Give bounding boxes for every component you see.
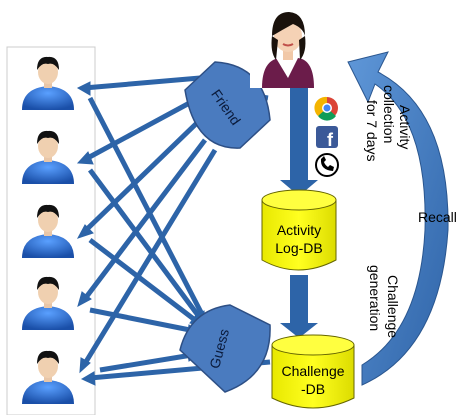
- user-icons: [22, 56, 74, 404]
- challenge-db: Challenge -DB: [271, 334, 355, 409]
- recall-label: Recall: [418, 209, 457, 225]
- collection-label: Activity collection for 7 days: [364, 85, 413, 161]
- challenge-gen-label-1: Challenge: [385, 275, 401, 338]
- activity-db-label-2: Log-DB: [275, 240, 322, 256]
- guess-gate: Guess: [179, 304, 271, 393]
- user-icon: [22, 204, 74, 258]
- recall-arrow: [347, 51, 449, 386]
- user-icon: [22, 56, 74, 110]
- user-icon: [22, 350, 74, 404]
- users-panel: [6, 46, 96, 415]
- phone-icon: [315, 153, 339, 177]
- challenge-gen-label: Challenge generation: [367, 265, 401, 338]
- challenge-db-label-1: Challenge: [281, 363, 344, 379]
- collection-label-3: for 7 days: [364, 100, 380, 161]
- friend-gate: Friend: [184, 61, 271, 149]
- friend-arrows: [76, 75, 218, 374]
- challenge-gen-label-2: generation: [367, 265, 383, 331]
- activity-log-db: Activity Log-DB: [261, 189, 337, 271]
- user-icon: [22, 276, 74, 330]
- collection-label-2: collection: [381, 85, 397, 143]
- person-avatar: [250, 4, 314, 88]
- collection-arrow: [280, 88, 318, 196]
- facebook-icon: f: [316, 126, 338, 150]
- chrome-icon: [314, 96, 338, 121]
- challenge-db-label-2: -DB: [301, 381, 325, 397]
- collection-label-1: Activity: [397, 105, 413, 149]
- activity-db-label-1: Activity: [277, 222, 321, 238]
- svg-text:f: f: [327, 130, 334, 150]
- user-icon: [22, 130, 74, 184]
- generation-arrow: [280, 275, 318, 338]
